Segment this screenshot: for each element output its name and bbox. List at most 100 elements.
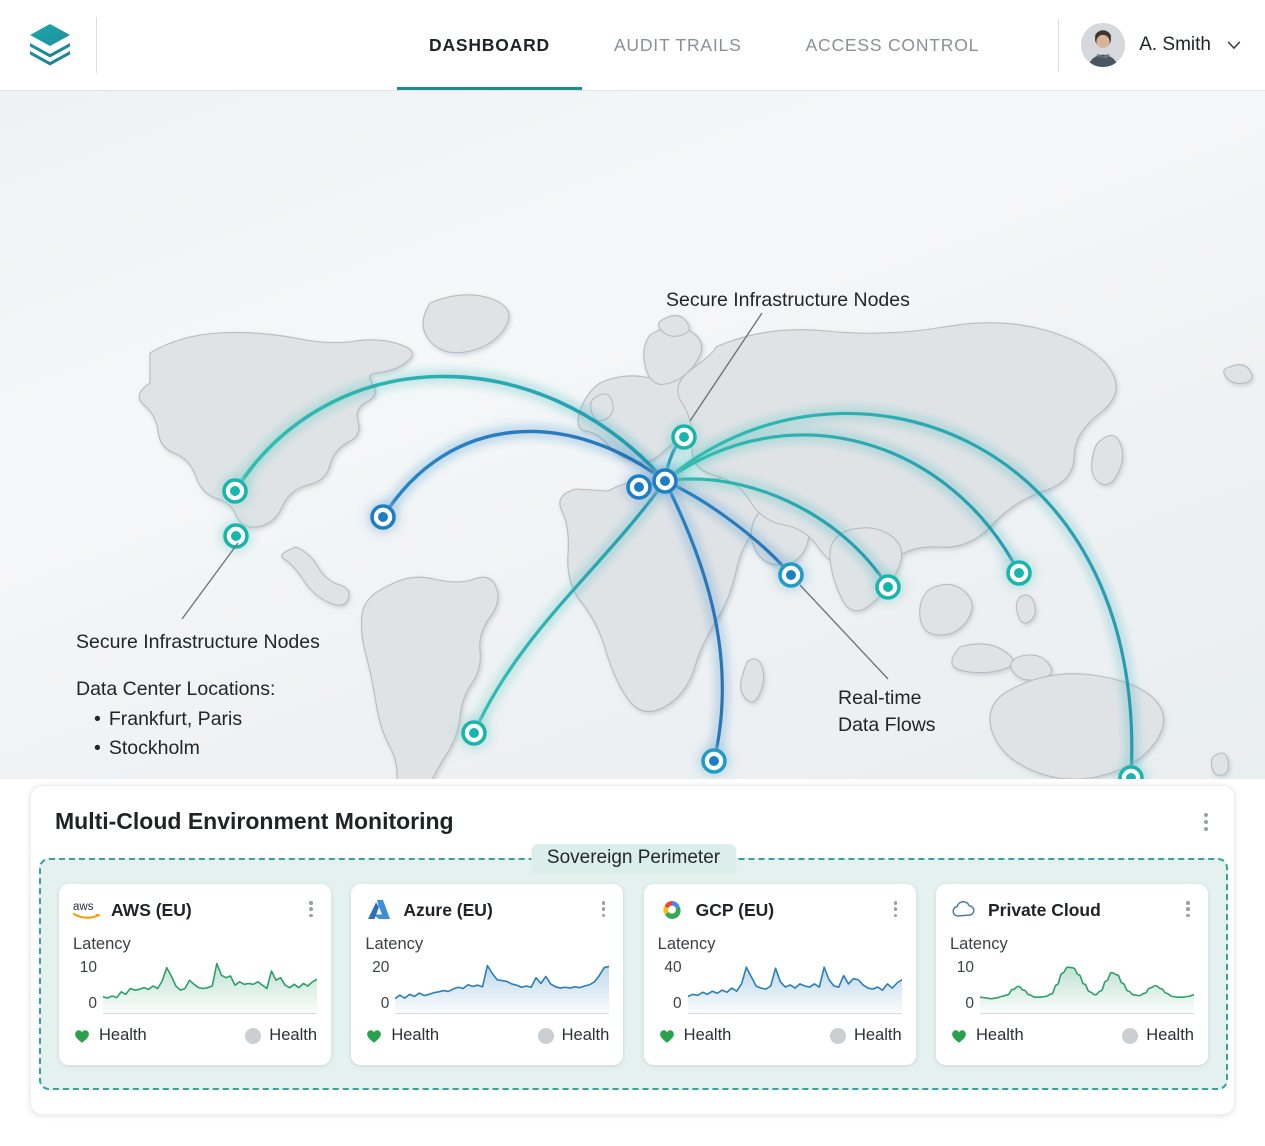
y-tick-min: 0	[673, 995, 682, 1012]
gcp-logo-icon	[658, 898, 686, 922]
sovereign-perimeter-region: Sovereign Perimeter aws AWS (EU)	[39, 844, 1228, 1090]
chevron-down-icon[interactable]	[1225, 36, 1243, 54]
tab-audit-trails[interactable]: AUDIT TRAILS	[613, 34, 742, 55]
cloud-card-aws[interactable]: aws AWS (EU) Latency	[59, 884, 331, 1065]
world-map-panel: Secure Infrastructure Nodes Secure Infra…	[0, 91, 1265, 779]
sparkline	[103, 958, 317, 1014]
health-row: Health Health	[950, 1026, 1194, 1045]
card-more-options-button[interactable]	[303, 899, 319, 919]
more-vertical-icon	[601, 907, 606, 911]
cloud-cards-container: aws AWS (EU) Latency	[41, 884, 1226, 1065]
more-vertical-icon	[309, 913, 313, 917]
user-name: A. Smith	[1139, 34, 1211, 55]
health-label: Health	[561, 1026, 610, 1044]
user-divider	[1058, 19, 1060, 71]
health-status-secondary: Health	[245, 1026, 317, 1045]
card-more-options-button[interactable]	[1180, 899, 1196, 919]
health-status-primary: Health	[73, 1026, 147, 1045]
card-more-options-button[interactable]	[595, 899, 611, 919]
multicloud-monitoring-panel: Multi-Cloud Environment Monitoring Sover…	[30, 785, 1235, 1115]
more-vertical-icon	[1204, 820, 1208, 824]
svg-text:aws: aws	[73, 901, 94, 913]
cloud-card-gcp[interactable]: GCP (EU) Latency 40 0	[643, 884, 916, 1065]
more-vertical-icon	[601, 901, 606, 905]
health-status-primary: Health	[950, 1026, 1024, 1045]
health-row: Health Health	[365, 1026, 609, 1045]
app-logo[interactable]	[0, 18, 96, 72]
metric-label: Latency	[949, 935, 1008, 953]
circle-icon	[829, 1027, 846, 1044]
user-menu[interactable]: A. Smith	[1058, 0, 1243, 90]
sparkline	[687, 958, 902, 1014]
y-tick-min: 0	[88, 995, 97, 1012]
health-row: Health Health	[73, 1026, 317, 1045]
cloud-card-title: AWS (EU)	[111, 899, 192, 920]
health-status-secondary: Health	[1122, 1026, 1194, 1045]
card-header: Private Cloud	[950, 897, 1194, 923]
cloud-card-title: Private Cloud	[987, 899, 1101, 920]
x-axis-line	[103, 1013, 317, 1014]
y-tick-min: 0	[965, 995, 974, 1012]
data-center-legend: Data Center Locations: Frankfurt, Paris …	[76, 675, 275, 764]
logo-divider	[96, 17, 97, 73]
x-axis-line	[395, 1013, 610, 1014]
sovereign-perimeter-label: Sovereign Perimeter	[530, 844, 737, 874]
annotation-secure-nodes-left: Secure Infrastructure Nodes	[76, 631, 320, 653]
y-axis: 20 0	[365, 958, 395, 1014]
heart-icon	[659, 1029, 674, 1043]
world-map-graphic	[138, 294, 1253, 779]
more-vertical-icon	[1204, 827, 1208, 831]
annotation-realtime-data-flows: Real-time Data Flows	[838, 685, 936, 739]
y-axis: 10 0	[73, 958, 103, 1014]
tab-access-control[interactable]: ACCESS CONTROL	[805, 34, 980, 55]
heart-icon	[75, 1029, 89, 1043]
cloud-outline-icon	[950, 898, 978, 922]
main-navigation: DASHBOARD AUDIT TRAILS ACCESS CONTROL	[397, 0, 1011, 90]
circle-icon	[537, 1027, 554, 1044]
more-vertical-icon	[309, 907, 313, 911]
legend-item: Frankfurt, Paris	[94, 705, 275, 735]
y-tick-max: 20	[372, 959, 390, 976]
legend-list: Frankfurt, Paris Stockholm	[76, 705, 275, 764]
sparkline	[395, 958, 610, 1014]
health-status-secondary: Health	[537, 1026, 610, 1045]
card-header: Azure (EU)	[365, 897, 609, 923]
more-vertical-icon	[1204, 813, 1208, 817]
heart-icon	[952, 1029, 966, 1043]
card-header: aws AWS (EU)	[73, 897, 317, 923]
more-vertical-icon	[893, 907, 898, 911]
health-label: Health	[269, 1026, 317, 1044]
more-vertical-icon	[601, 913, 606, 917]
x-axis-line	[687, 1013, 902, 1014]
metric-label: Latency	[365, 935, 424, 953]
more-vertical-icon	[1186, 913, 1190, 917]
aws-logo-icon: aws	[73, 898, 101, 922]
panel-more-options-button[interactable]	[1196, 810, 1216, 834]
metric-label: Latency	[73, 935, 131, 953]
more-vertical-icon	[1186, 907, 1190, 911]
more-vertical-icon	[893, 901, 898, 905]
y-tick-min: 0	[380, 995, 390, 1012]
latency-chart: 10 0	[950, 958, 1194, 1014]
cloud-card-private[interactable]: Private Cloud Latency 10 0	[935, 884, 1208, 1065]
sparkline	[979, 958, 1194, 1014]
y-axis: 40 0	[658, 958, 688, 1014]
tab-dashboard[interactable]: DASHBOARD	[397, 0, 582, 90]
health-status-primary: Health	[658, 1026, 731, 1045]
circle-icon	[245, 1027, 262, 1044]
y-tick-max: 10	[956, 959, 974, 976]
legend-item: Stockholm	[94, 734, 275, 764]
card-more-options-button[interactable]	[888, 899, 904, 919]
health-label: Health	[853, 1026, 902, 1044]
app-header: DASHBOARD AUDIT TRAILS ACCESS CONTROL A.…	[0, 0, 1265, 91]
latency-chart: 20 0	[365, 958, 610, 1014]
latency-chart: 40 0	[658, 958, 902, 1014]
latency-chart: 10 0	[73, 958, 317, 1014]
y-tick-max: 10	[79, 959, 97, 976]
y-tick-max: 40	[664, 959, 682, 976]
cloud-card-azure[interactable]: Azure (EU) Latency 20 0	[351, 884, 624, 1065]
more-vertical-icon	[309, 901, 313, 905]
card-header: GCP (EU)	[658, 897, 902, 923]
annotation-secure-nodes-top: Secure Infrastructure Nodes	[666, 289, 910, 311]
x-axis-line	[979, 1013, 1194, 1014]
